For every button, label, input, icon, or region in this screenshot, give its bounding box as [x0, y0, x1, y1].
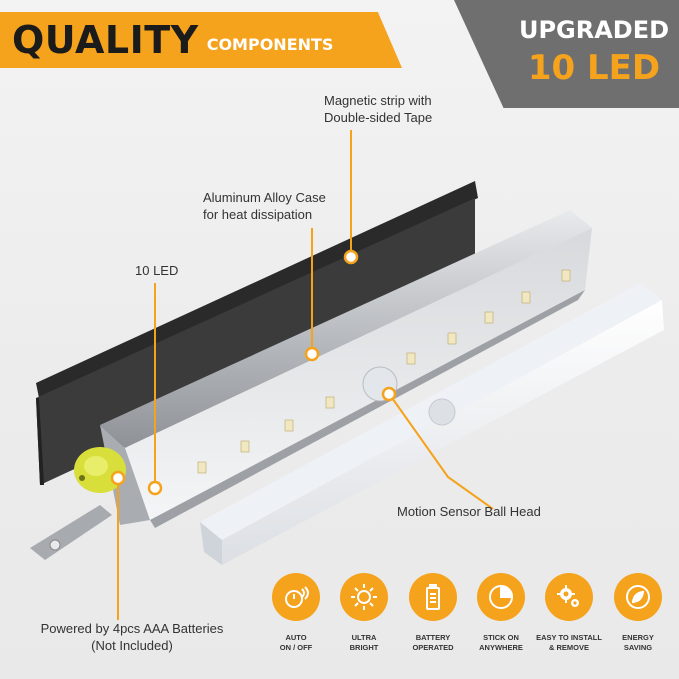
- badge-subtitle: 10 LED: [527, 48, 661, 88]
- callout-batteries: Powered by 4pcs AAA Batteries (Not Inclu…: [40, 621, 224, 653]
- gears-icon: [545, 573, 593, 621]
- feature-label: AUTO ON / OFF: [279, 633, 313, 652]
- quality-banner: QUALITY COMPONENTS: [0, 12, 402, 68]
- callout-magnetic-strip: Magnetic strip with Double-sided Tape: [324, 93, 433, 125]
- callout-led: 10 LED: [135, 263, 179, 278]
- energy-saving-icon: [614, 573, 662, 621]
- feature-label: EASY TO INSTALL & REMOVE: [536, 633, 602, 652]
- feature-stick-on-anywhere: STICK ON ANYWHERE: [467, 573, 535, 653]
- callout-aluminum-case: Aluminum Alloy Case for heat dissipation: [203, 190, 326, 222]
- led-chips: [150, 269, 571, 494]
- banner-title: QUALITY: [12, 18, 199, 62]
- feature-ultra-bright: ULTRA BRIGHT: [330, 573, 398, 653]
- feature-auto-on-off: AUTO ON / OFF: [262, 573, 330, 653]
- callout-motion-sensor: Motion Sensor Ball Head: [397, 504, 541, 519]
- feature-icons-row: AUTO ON / OFF ULTRA BRIGHT BATTERY OPERA…: [262, 573, 672, 673]
- feature-easy-install: EASY TO INSTALL & REMOVE: [535, 573, 603, 653]
- feature-battery-operated: BATTERY OPERATED: [399, 573, 467, 653]
- callout-dots: [110, 249, 397, 496]
- feature-energy-saving: ENERGY SAVING: [604, 573, 672, 653]
- banner-subtitle: COMPONENTS: [206, 34, 334, 54]
- feature-label: ULTRA BRIGHT: [349, 633, 379, 652]
- feature-label: STICK ON ANYWHERE: [479, 633, 523, 652]
- diffuser-cover: [200, 283, 664, 565]
- callout-lines: [117, 130, 494, 620]
- feature-label: BATTERY OPERATED: [412, 633, 454, 652]
- feature-label: ENERGY SAVING: [622, 633, 654, 652]
- motion-sensor-icon: [272, 573, 320, 621]
- sun-icon: [340, 573, 388, 621]
- battery-icon: [409, 573, 457, 621]
- stick-on-icon: [477, 573, 525, 621]
- badge-title: UPGRADED: [518, 16, 670, 44]
